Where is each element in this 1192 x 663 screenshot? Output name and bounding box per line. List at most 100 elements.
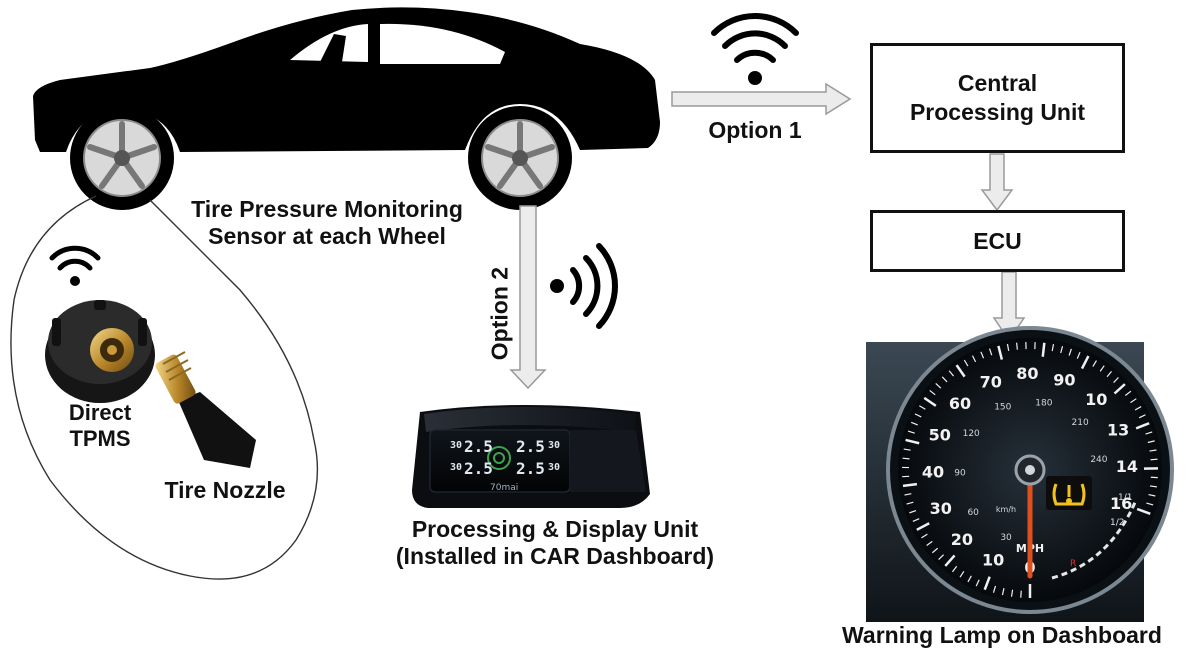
speedometer-mph-label: 40 <box>922 462 944 481</box>
speedometer-mph-label: 13 <box>1107 421 1129 440</box>
speedometer-mph-label: 80 <box>1016 364 1038 383</box>
cpu-to-ecu-arrow <box>980 153 1014 212</box>
tire-nozzle-label: Tire Nozzle <box>164 477 286 503</box>
speedometer-tick <box>948 370 955 377</box>
display-reading: 30 <box>450 462 462 473</box>
speedometer-tick <box>1136 507 1151 515</box>
speedometer-mph-label: 50 <box>929 425 951 444</box>
speedometer-kmh-label: 180 <box>1035 398 1052 408</box>
front-wheel <box>70 106 174 210</box>
speedometer-tick <box>967 575 972 583</box>
ecu-box: ECU <box>870 210 1125 272</box>
speedometer-ticks <box>902 342 1159 598</box>
speedometer-kmh-labels: 30 60 90 120 150 180 210 240 <box>954 398 1107 542</box>
speedometer-tick <box>963 359 969 367</box>
speedometer-tick <box>1068 348 1072 356</box>
speedometer-mph-label: 90 <box>1053 370 1075 389</box>
fuel-mark-full: 1/1 <box>1118 493 1132 503</box>
speedometer-tick <box>1006 343 1010 351</box>
tpms-warning-icon <box>1052 483 1086 506</box>
speedometer-tick <box>959 570 965 578</box>
speedometer-tick <box>938 554 945 561</box>
speedometer-tick <box>905 438 920 445</box>
speedometer-mph-label: 16 <box>1110 494 1132 513</box>
display-unit-label: Processing & Display Unit (Installed in … <box>395 516 715 570</box>
speedometer-tick <box>1001 588 1005 596</box>
speedometer-tick <box>941 376 948 383</box>
speedometer-tick <box>955 364 966 378</box>
option1-wireless-icon <box>711 13 799 85</box>
speedometer-tick <box>1146 502 1154 506</box>
speedometer-kmh-label: 210 <box>1072 418 1089 428</box>
speedometer-tick <box>902 482 918 488</box>
speedometer-tick <box>971 355 977 363</box>
speedometer-mph-label: 30 <box>930 499 952 518</box>
speedometer-tick <box>997 345 1004 360</box>
speedometer-mph-label: 70 <box>980 372 1002 391</box>
tpms-sensor-image <box>45 300 155 403</box>
display-reading: 2.5 <box>516 437 545 456</box>
speedometer-tick <box>944 554 956 567</box>
display-reading: 30 <box>548 440 560 451</box>
option2-arrow <box>509 205 547 390</box>
speedometer-tick <box>1130 398 1137 404</box>
speedometer-tick <box>1147 440 1155 444</box>
speedometer-tick <box>1016 342 1018 350</box>
speedometer-kmh-label: 90 <box>954 469 966 479</box>
speedometer-kmh-label: 240 <box>1090 455 1107 465</box>
speedometer-tick <box>1134 406 1142 411</box>
speedometer-kmh-label: 120 <box>963 429 980 439</box>
speedometer-kmh-unit: km/h <box>996 505 1016 514</box>
speedometer-tick <box>912 518 920 523</box>
display-reading: 2.5 <box>464 437 493 456</box>
speedometer-mph-label: 10 <box>1085 390 1107 409</box>
speedometer-tick <box>980 351 985 359</box>
speedometer-mph-label: 14 <box>1116 457 1138 476</box>
warning-lamp-label: Warning Lamp on Dashboard <box>842 622 1162 648</box>
speedometer-tick <box>907 430 915 434</box>
display-reading: 2.5 <box>516 459 545 478</box>
display-brand: 70mai <box>490 483 518 493</box>
speedometer-mph-label: 10 <box>982 551 1004 570</box>
speedometer-tick <box>1124 390 1132 396</box>
speedometer-tick <box>988 348 993 356</box>
speedometer-tick <box>1149 485 1157 488</box>
speedometer-mph-label: 60 <box>949 394 971 413</box>
speedometer-tick <box>903 448 911 451</box>
speedometer-tick <box>1150 458 1158 461</box>
speedometer-tick <box>992 585 997 593</box>
speedometer-tick <box>951 565 958 573</box>
speedometer-kmh-label: 30 <box>1000 533 1012 543</box>
display-reading: 2.5 <box>464 459 493 478</box>
option1-label: Option 1 <box>708 117 802 143</box>
speedometer-tick <box>904 493 912 496</box>
option2-label: Option 2 <box>486 266 513 361</box>
speedometer-kmh-label: 60 <box>967 508 979 518</box>
speedometer-tick <box>923 396 937 407</box>
speedometer-tick <box>1092 360 1097 367</box>
speedometer-tick <box>910 421 918 426</box>
speedometer-tick <box>1076 351 1081 359</box>
speedometer-kmh-label: 150 <box>994 402 1011 412</box>
speedometer-tick <box>1149 449 1157 452</box>
display-reading: 30 <box>548 462 560 473</box>
option2-wireless-icon <box>550 243 618 329</box>
speedometer-tick <box>926 540 933 546</box>
speedometer-mph-label: 20 <box>951 530 973 549</box>
fuel-mark-half: 1/2 <box>1110 518 1124 528</box>
speedometer-tick <box>1113 377 1119 383</box>
speedometer-tick <box>1106 370 1113 378</box>
speedometer-tick <box>1041 342 1046 357</box>
speedometer-tick <box>1148 493 1156 497</box>
speedometer-tick <box>1060 346 1064 354</box>
speedometer-tick <box>1020 590 1022 598</box>
speedometer-tick <box>983 576 991 591</box>
speedometer-tick <box>906 501 914 505</box>
sensor-label: Tire Pressure Monitoring Sensor at each … <box>191 196 463 250</box>
speedometer-tick <box>916 522 930 531</box>
option1-arrow <box>671 82 852 116</box>
speedometer-tick <box>935 382 942 389</box>
rear-wheel <box>468 106 572 210</box>
display-unit-image: 30 2.5 30 2.5 2.5 30 2.5 30 70mai <box>412 405 650 508</box>
